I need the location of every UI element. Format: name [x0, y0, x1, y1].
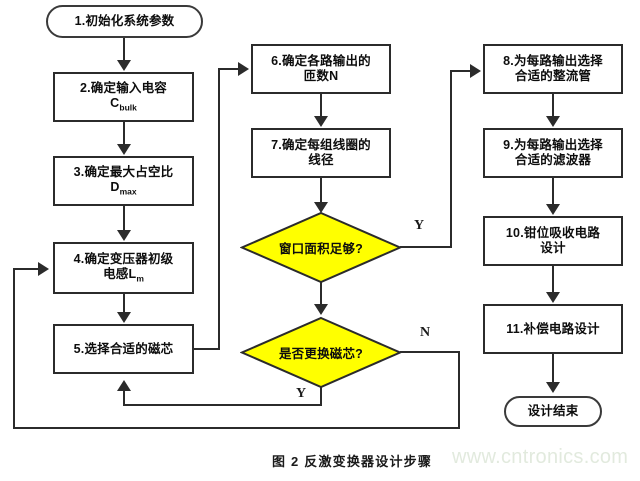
node-step9: 9.为每路输出选择 合适的滤波器 [483, 128, 623, 178]
connector-step2-to-step3 [123, 122, 125, 148]
node-step5-label: 5.选择合适的磁芯 [73, 341, 174, 356]
connector-decision2-yes-riser [123, 390, 125, 405]
arrowhead-step9-to-step10 [546, 204, 560, 215]
arrowhead-decision1-to-decision2 [314, 304, 328, 315]
arrowhead-decision2-yes [117, 380, 131, 391]
arrowhead-start-to-step2 [117, 60, 131, 71]
connector-step4-to-step5 [123, 294, 125, 317]
node-step2-line2: Cbulk [110, 96, 137, 113]
node-step8: 8.为每路输出选择 合适的整流管 [483, 44, 623, 94]
node-end: 设计结束 [504, 396, 602, 427]
node-step4: 4.确定变压器初级 电感Lm [53, 242, 194, 294]
connector-decision1-yes-vertical [450, 70, 452, 248]
arrowhead-step4-to-step5 [117, 312, 131, 323]
node-step11-label: 11.补偿电路设计 [506, 321, 600, 336]
node-start: 1.初始化系统参数 [46, 5, 203, 38]
arrowhead-step2-to-step3 [117, 144, 131, 155]
branch-label-decision2-yes: Y [296, 386, 307, 401]
connector-decision2-no-down [458, 351, 460, 429]
branch-label-decision2-no: N [420, 325, 431, 340]
node-step9-line2: 合适的滤波器 [514, 153, 592, 167]
node-step7-line2: 线径 [308, 153, 334, 167]
node-step8-line2: 合适的整流管 [514, 69, 592, 83]
node-step6: 6.确定各路输出的 匝数N [251, 44, 391, 94]
site-watermark: www.cntronics.com [452, 446, 629, 468]
node-step3-line2: Dmax [110, 180, 137, 197]
connector-step3-to-step4 [123, 206, 125, 234]
node-decision1: 窗口面积足够? [240, 211, 402, 284]
node-decision2-label: 是否更换磁芯? [278, 347, 364, 361]
connector-step11-to-end [552, 354, 554, 386]
node-step2: 2.确定输入电容 Cbulk [53, 72, 194, 122]
node-step10: 10.钳位吸收电路 设计 [483, 216, 623, 266]
node-step11: 11.补偿电路设计 [483, 304, 623, 354]
arrowhead-decision1-yes [470, 64, 481, 78]
connector-decision1-to-decision2 [320, 282, 322, 310]
node-step4-line1: 4.确定变压器初级 [73, 252, 174, 267]
node-step3: 3.确定最大占空比 Dmax [53, 156, 194, 206]
node-step4-line2: 电感Lm [103, 267, 144, 284]
arrowhead-step11-to-end [546, 382, 560, 393]
connector-step10-to-step11 [552, 266, 554, 296]
connector-decision2-no-bottom [13, 427, 460, 429]
arrowhead-step3-to-step4 [117, 230, 131, 241]
connector-decision1-yes-stub [400, 246, 452, 248]
node-step5: 5.选择合适的磁芯 [53, 324, 194, 374]
connector-decision2-no-up [13, 268, 15, 429]
connector-decision2-no-into-step4 [13, 268, 41, 270]
arrowhead-step5-to-step6 [238, 62, 249, 76]
node-decision2: 是否更换磁芯? [240, 316, 402, 389]
connector-step7-to-decision1 [320, 178, 322, 206]
branch-label-decision1-yes: Y [414, 218, 425, 233]
connector-step9-to-step10 [552, 178, 554, 208]
node-step2-line1: 2.确定输入电容 [79, 81, 168, 96]
node-start-label: 1.初始化系统参数 [74, 14, 175, 29]
node-step10-line2: 设计 [540, 241, 566, 255]
node-step6-line1: 6.确定各路输出的 [271, 54, 371, 69]
node-step10-line1: 10.钳位吸收电路 [505, 226, 601, 241]
connector-step6-to-step7 [320, 94, 322, 120]
figure-caption: 图 2 反激变换器设计步骤 [272, 454, 433, 469]
arrowhead-step7-to-decision1 [314, 202, 328, 213]
connector-step8-to-step9 [552, 94, 554, 120]
connector-step5-to-step6-horizontal [218, 68, 242, 70]
connector-decision2-yes-vertical [320, 386, 322, 406]
connector-step5-to-step6-vertical [218, 68, 220, 350]
node-step9-line1: 9.为每路输出选择 [503, 138, 603, 153]
node-decision1-label: 窗口面积足够? [278, 242, 364, 256]
arrowhead-step8-to-step9 [546, 116, 560, 127]
node-step7-line1: 7.确定每组线圈的 [271, 138, 371, 153]
node-step3-line1: 3.确定最大占空比 [73, 165, 174, 180]
connector-step5-right-stub [194, 348, 220, 350]
arrowhead-step6-to-step7 [314, 116, 328, 127]
connector-start-to-step2 [123, 38, 125, 64]
node-step8-line1: 8.为每路输出选择 [503, 54, 603, 69]
connector-decision2-yes-horizontal [123, 404, 322, 406]
connector-decision2-no-stub [400, 351, 460, 353]
arrowhead-step10-to-step11 [546, 292, 560, 303]
connector-decision1-yes-horizontal [450, 70, 474, 72]
node-end-label: 设计结束 [527, 404, 579, 419]
node-step7: 7.确定每组线圈的 线径 [251, 128, 391, 178]
arrowhead-decision2-no [38, 262, 49, 276]
node-step6-line2: 匝数N [303, 69, 339, 83]
